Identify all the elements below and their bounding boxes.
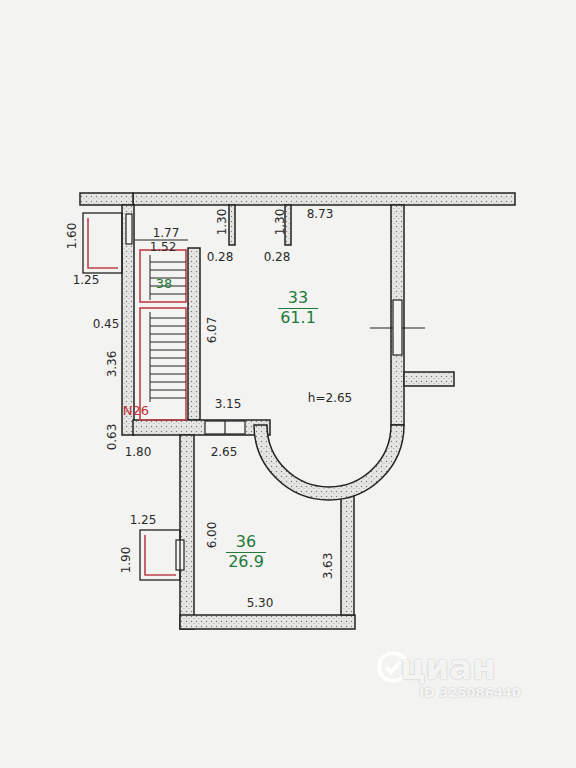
dimension-label: 0.28 — [264, 251, 291, 263]
dimension-label: 8.73 — [307, 208, 334, 220]
room-area: 26.9 — [226, 553, 266, 571]
watermark: ID 325086440 — [419, 686, 521, 699]
dimension-label: 2.65 — [211, 446, 238, 458]
room-number: 36 — [226, 533, 266, 552]
room-number: 33 — [278, 289, 318, 308]
dimension-label: 1.90 — [120, 547, 132, 574]
dimension-label: 0.28 — [207, 251, 234, 263]
dimension-label: 6.07 — [206, 317, 218, 344]
openings — [126, 214, 425, 570]
room-label: 3361.1 — [278, 289, 318, 327]
dimension-label: 3.15 — [215, 398, 242, 410]
stairs — [150, 255, 151, 402]
walls — [80, 193, 515, 629]
dimension-label: 1.52 — [150, 241, 177, 253]
room-label: 38 — [154, 277, 175, 292]
dimension-label: 3.63 — [322, 553, 334, 580]
apartment-number: N26 — [123, 404, 149, 417]
dimension-label: 1.77 — [153, 227, 180, 239]
room-label: 3626.9 — [226, 533, 266, 571]
dimension-label: 1.60 — [66, 223, 78, 250]
highlight-outline — [88, 218, 186, 575]
dimension-label: 1.30 — [216, 209, 228, 236]
dimension-label: 6.00 — [206, 522, 218, 549]
dimension-label: h=2.65 — [308, 392, 352, 404]
dimension-label: 5.30 — [247, 597, 274, 609]
dimension-label: 1.80 — [125, 446, 152, 458]
dimension-label: 0.45 — [93, 318, 120, 330]
dimension-label: 3.36 — [106, 351, 118, 378]
dimension-label: 1.30 — [274, 209, 286, 236]
dimension-label: 1.25 — [73, 274, 100, 286]
dimension-label: 1.25 — [130, 514, 157, 526]
room-number: 38 — [154, 277, 175, 292]
dimension-label: 0.63 — [106, 424, 118, 451]
balconies — [83, 213, 180, 580]
stair-steps — [150, 262, 186, 398]
room-area: 61.1 — [278, 309, 318, 327]
watermark: циан — [400, 650, 495, 684]
